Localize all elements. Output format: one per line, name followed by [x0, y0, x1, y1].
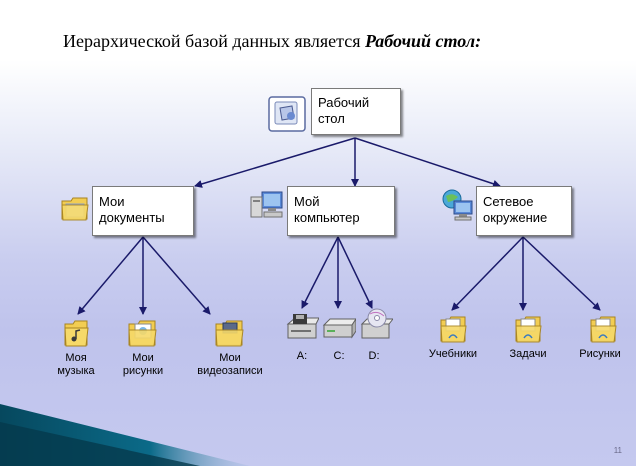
node-my-documents-line1: Мои: [99, 194, 125, 209]
node-desktop-line2: стол: [318, 111, 345, 126]
folder-network-pictures-icon[interactable]: [589, 314, 617, 349]
node-network-line1: Сетевое: [483, 194, 534, 209]
title-emphasis: Рабочий стол:: [365, 31, 482, 51]
connector-docs-videos: [142, 236, 211, 315]
node-desktop[interactable]: Рабочий стол: [311, 88, 401, 135]
network-icon: [440, 187, 476, 228]
computer-icon: [248, 189, 284, 228]
node-my-documents[interactable]: Мои документы: [92, 186, 194, 236]
leaf-my-videos-line1: Мои: [219, 352, 241, 364]
folder-tasks-icon[interactable]: [514, 314, 542, 349]
node-network-line2: окружение: [483, 210, 548, 225]
leaf-network-pictures: Рисунки: [570, 348, 630, 361]
cd-drive-icon[interactable]: [359, 308, 395, 347]
node-my-computer-line2: компьютер: [294, 210, 360, 225]
leaf-drive-a: A:: [290, 350, 314, 363]
leaf-my-pictures-line2: рисунки: [122, 365, 164, 377]
node-my-computer[interactable]: Мой компьютер: [287, 186, 395, 236]
connector-docs-music: [77, 236, 144, 315]
connector-computer-a: [301, 236, 339, 309]
title-text: Иерархической базой данных является: [63, 31, 365, 51]
floppy-drive-icon[interactable]: [285, 312, 320, 347]
connector-network-pictures: [522, 236, 601, 311]
leaf-network-pictures-label: Рисунки: [579, 348, 621, 360]
connector-computer-d: [337, 236, 373, 309]
leaf-drive-d-label: D:: [368, 350, 380, 362]
folder-videos-icon[interactable]: [214, 318, 244, 353]
leaf-drive-c: C:: [327, 350, 351, 363]
slide-title: Иерархической базой данных является Рабо…: [63, 31, 481, 52]
desktop-icon: [268, 96, 306, 137]
connector-root-docs: [194, 137, 356, 188]
leaf-tasks: Задачи: [496, 348, 560, 361]
leaf-my-music-line2: музыка: [57, 365, 95, 377]
leaf-drive-d: D:: [362, 350, 386, 363]
folder-music-icon[interactable]: [63, 318, 89, 353]
leaf-textbooks-label: Учебники: [428, 348, 478, 360]
decorative-wedge: [0, 404, 250, 466]
node-my-documents-line2: документы: [99, 210, 165, 225]
hard-drive-icon[interactable]: [322, 315, 357, 346]
connector-network-textbooks: [451, 236, 524, 311]
node-network-neighborhood[interactable]: Сетевое окружение: [476, 186, 572, 236]
leaf-my-pictures: Мои рисунки: [113, 352, 173, 378]
leaf-my-music-line1: Моя: [65, 352, 87, 364]
leaf-textbooks: Учебники: [420, 348, 486, 361]
leaf-my-pictures-line1: Мои: [132, 352, 154, 364]
node-desktop-line1: Рабочий: [318, 95, 370, 110]
leaf-drive-a-label: A:: [296, 350, 308, 362]
leaf-my-videos-line2: видеозаписи: [197, 365, 263, 377]
leaf-tasks-label: Задачи: [509, 348, 547, 360]
folder-pictures-icon[interactable]: [127, 318, 157, 353]
leaf-my-videos: Мои видеозаписи: [192, 352, 268, 378]
node-my-computer-line1: Мой: [294, 194, 320, 209]
page-number: 11: [613, 446, 622, 455]
connector-root-network: [354, 137, 501, 188]
leaf-drive-c-label: C:: [333, 350, 345, 362]
leaf-my-music: Моя музыка: [48, 352, 104, 378]
folder-documents-icon: [60, 193, 90, 228]
folder-textbooks-icon[interactable]: [439, 314, 467, 349]
